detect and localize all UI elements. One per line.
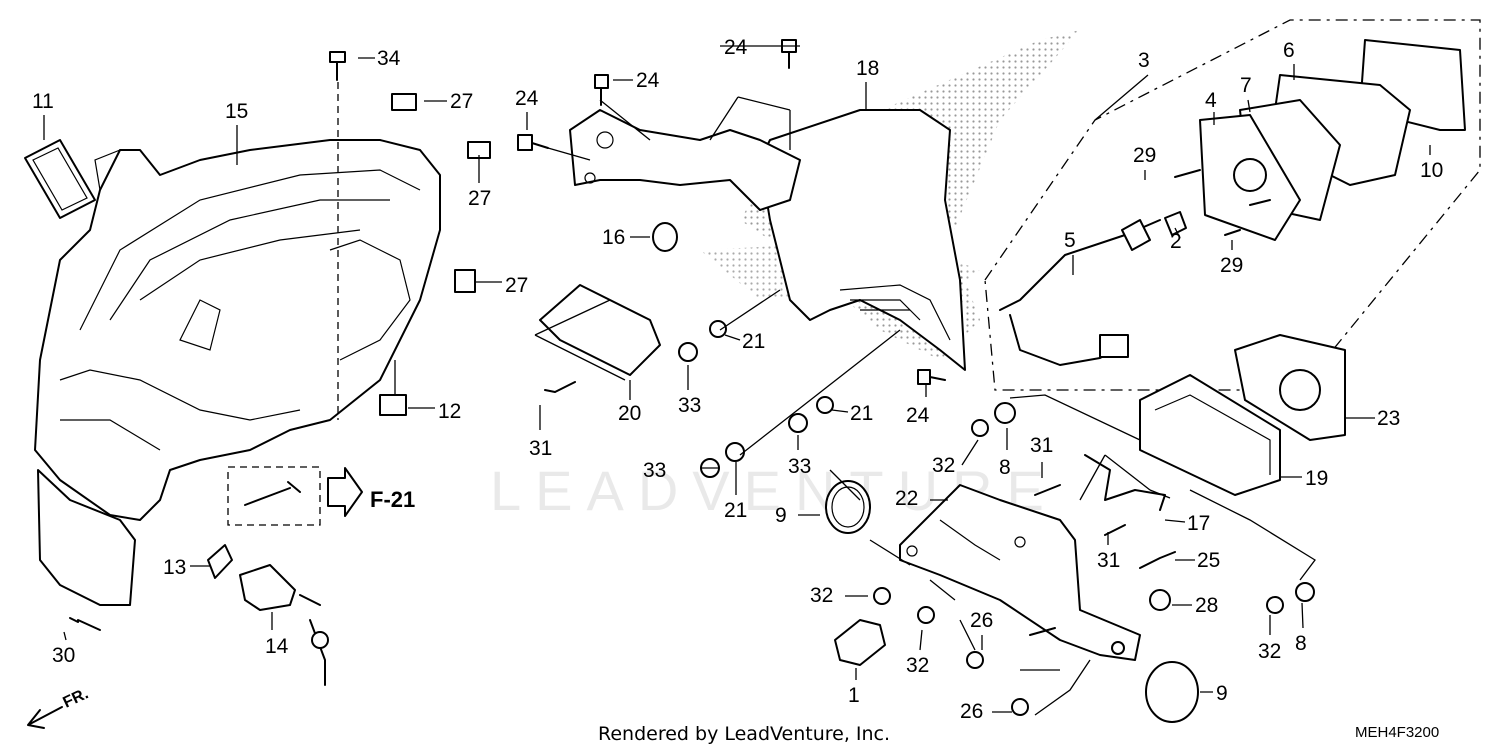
- callout: 32: [932, 454, 955, 477]
- callout: 27: [505, 274, 528, 297]
- callout-labels: 11 15 34 27 27 27 12 13 14 30 24 24 24 1…: [32, 36, 1443, 723]
- diagram-code: MEH4F3200: [1355, 724, 1439, 741]
- callout: 9: [1216, 682, 1228, 705]
- callout: 23: [1377, 407, 1400, 430]
- footer-credit: Rendered by LeadVenture, Inc.: [598, 723, 890, 745]
- callout: 32: [810, 584, 833, 607]
- callout: 6: [1283, 39, 1295, 62]
- callout: 28: [1195, 594, 1218, 617]
- callout: 14: [265, 635, 289, 658]
- reference-f21: F-21: [370, 487, 415, 512]
- callout: 10: [1420, 159, 1443, 182]
- callout: 7: [1240, 74, 1252, 97]
- callout: 17: [1187, 512, 1210, 535]
- callout: 9: [775, 504, 787, 527]
- callout: 27: [450, 90, 473, 113]
- callout: 22: [895, 487, 918, 510]
- clip-13: [207, 544, 233, 579]
- license-bracket-22: [899, 484, 1141, 661]
- callout: 32: [1258, 640, 1281, 663]
- callout: 24: [724, 36, 748, 59]
- callout: 26: [970, 609, 993, 632]
- front-marker: FR.: [61, 685, 92, 711]
- callout: 25: [1197, 549, 1220, 572]
- clip-nut: [391, 93, 417, 111]
- callout: 15: [225, 100, 248, 123]
- callout: 24: [636, 69, 660, 92]
- callout: 4: [1205, 89, 1217, 112]
- callout: 32: [906, 654, 929, 677]
- bolt-34: [329, 51, 346, 81]
- callout: 21: [742, 330, 765, 353]
- callout: 30: [52, 644, 75, 667]
- inner-fender-assembly: [34, 139, 441, 606]
- callout: 33: [643, 459, 666, 482]
- rubber-bumper: [834, 619, 886, 666]
- reflector-upper: [825, 480, 871, 534]
- callout: 3: [1138, 49, 1150, 72]
- callout: 8: [1295, 632, 1307, 655]
- callout: 31: [1030, 434, 1053, 457]
- callout: 27: [468, 187, 491, 210]
- callout: 29: [1220, 254, 1243, 277]
- callout: 24: [515, 87, 539, 110]
- callout: 5: [1064, 229, 1076, 252]
- callout: 16: [602, 226, 625, 249]
- seat-lock: [239, 564, 296, 611]
- callout: 8: [999, 456, 1011, 479]
- callout: 26: [960, 700, 983, 723]
- callout: 24: [906, 404, 930, 427]
- callout: 1: [848, 684, 860, 707]
- rear-fender: [759, 109, 966, 371]
- callout: 31: [1097, 549, 1120, 572]
- callout: 18: [856, 57, 879, 80]
- callout: 20: [618, 402, 641, 425]
- callout: 29: [1133, 144, 1156, 167]
- front-arrow-icon: [27, 706, 63, 729]
- callout: 21: [724, 499, 747, 522]
- license-housing-19: [1139, 374, 1281, 496]
- reflector-lower: [1145, 661, 1199, 723]
- cover-20: [539, 284, 661, 376]
- callout: 12: [438, 400, 461, 423]
- callout: 11: [32, 90, 54, 113]
- callout: 19: [1305, 467, 1328, 490]
- callout: 21: [850, 402, 873, 425]
- callout: 13: [163, 556, 186, 579]
- callout: 33: [788, 455, 811, 478]
- callout: 34: [377, 47, 401, 70]
- callout: 2: [1170, 230, 1182, 253]
- callout: 33: [678, 394, 701, 417]
- callout: 31: [529, 437, 552, 460]
- rubber-pad: [24, 139, 96, 219]
